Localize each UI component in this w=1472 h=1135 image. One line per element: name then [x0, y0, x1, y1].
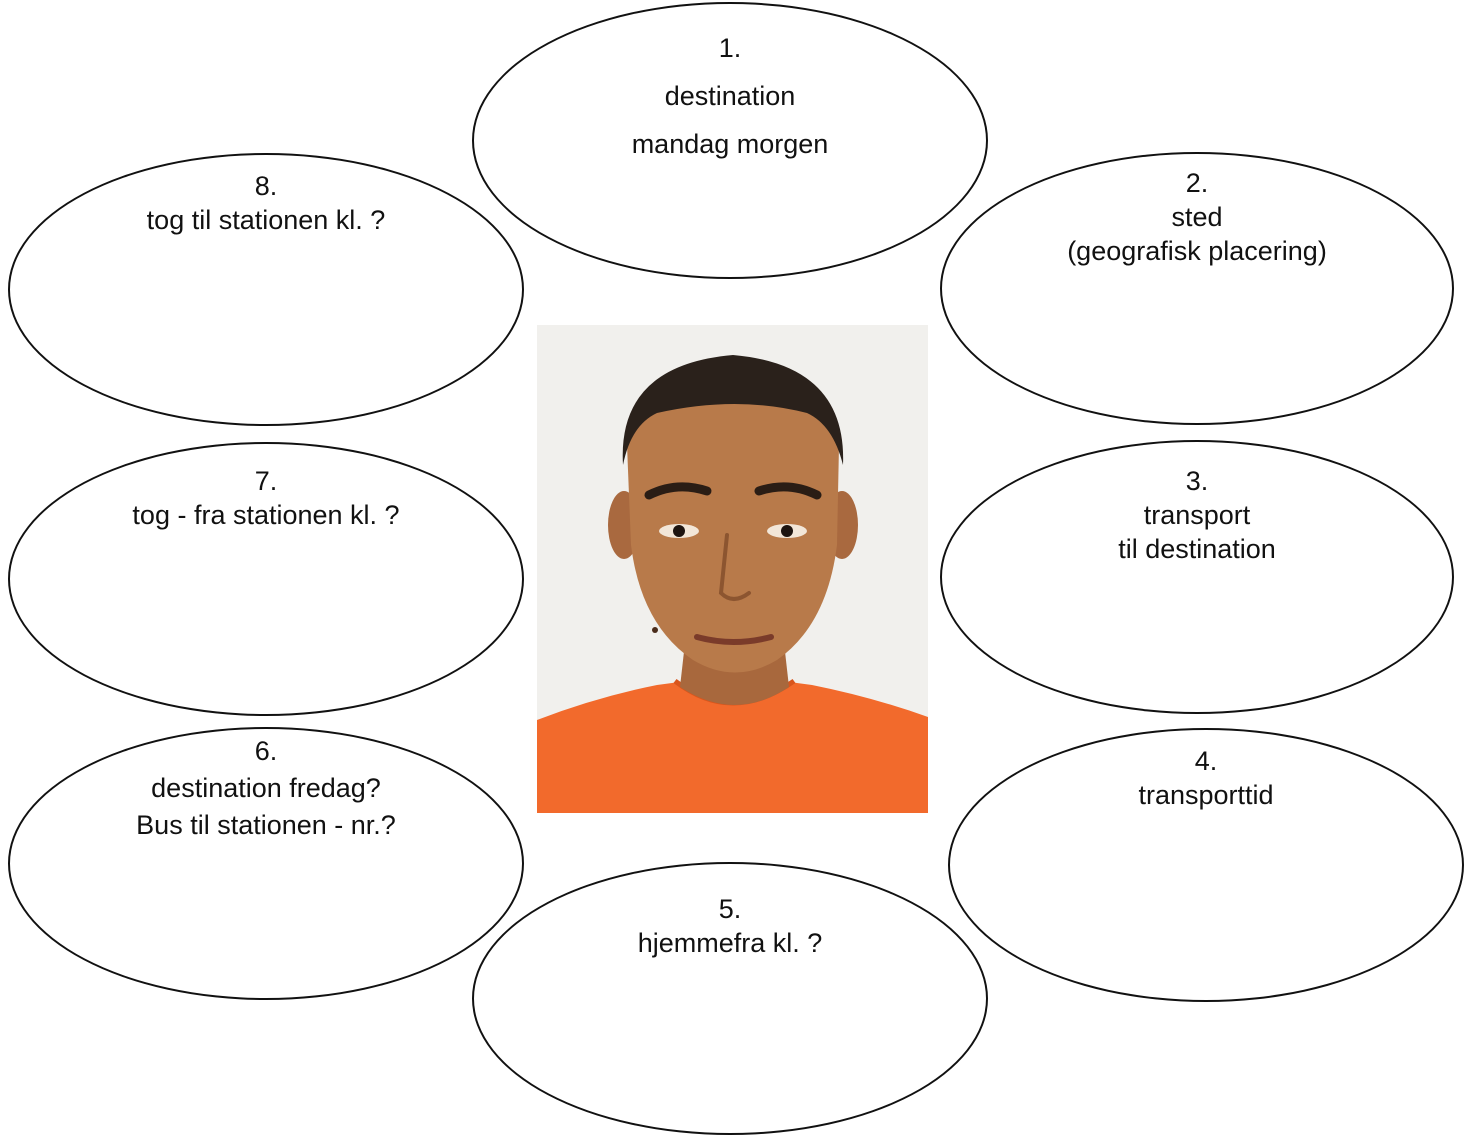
right-pupil: [781, 525, 793, 537]
bubble-2-line2: (geografisk placering): [1067, 236, 1327, 266]
left-eyebrow: [644, 482, 712, 500]
mole: [652, 627, 658, 633]
short-hair: [622, 355, 844, 465]
orange-shirt: [537, 681, 928, 813]
bubble-8-line1: tog til stationen kl. ?: [146, 205, 386, 235]
bubble-6-friday: 6. destination fredag? Bus til stationen…: [8, 727, 524, 1000]
bubble-3-text: 3. transport til destination: [942, 464, 1452, 566]
bubble-4-text: 4. transporttid: [950, 744, 1462, 812]
bubble-3-line1: transport: [1143, 500, 1251, 530]
bubble-6-line2: Bus til stationen - nr.?: [136, 810, 396, 840]
right-eyebrow: [754, 482, 822, 500]
mouth: [694, 634, 774, 645]
bubble-4-line1: transporttid: [1138, 780, 1274, 810]
bubble-7-train-from-station: 7. tog - fra stationen kl. ?: [8, 442, 524, 716]
bubble-1-line2: mandag morgen: [631, 129, 829, 159]
bubble-7-number: 7.: [254, 466, 278, 496]
bubble-5-number: 5.: [718, 894, 742, 924]
bubble-4-transport-time: 4. transporttid: [948, 728, 1464, 1002]
bubble-2-number: 2.: [1185, 168, 1209, 198]
bubble-1-destination-monday: 1. destination mandag morgen: [472, 2, 988, 279]
bubble-1-number: 1.: [718, 33, 742, 63]
bubble-5-line1: hjemmefra kl. ?: [637, 928, 823, 958]
nose: [718, 533, 751, 601]
bubble-5-departure-time: 5. hjemmefra kl. ?: [472, 862, 988, 1135]
bubble-8-text: 8. tog til stationen kl. ?: [10, 169, 522, 237]
bubble-2-place: 2. sted (geografisk placering): [940, 152, 1454, 425]
bubble-5-text: 5. hjemmefra kl. ?: [474, 892, 986, 960]
bubble-3-line2: til destination: [1118, 534, 1276, 564]
face: [627, 365, 839, 673]
portrait-photo: [537, 325, 928, 813]
bubble-8-number: 8.: [254, 171, 278, 201]
bubble-4-number: 4.: [1194, 746, 1218, 776]
bubble-8-train-to-station: 8. tog til stationen kl. ?: [8, 153, 524, 426]
bubble-6-text: 6. destination fredag? Bus til stationen…: [10, 733, 522, 844]
bubble-2-text: 2. sted (geografisk placering): [942, 166, 1452, 268]
bubble-3-transport: 3. transport til destination: [940, 440, 1454, 714]
bubble-6-number: 6.: [254, 736, 278, 766]
bubble-3-number: 3.: [1185, 466, 1209, 496]
left-pupil: [673, 525, 685, 537]
bubble-7-line1: tog - fra stationen kl. ?: [132, 500, 400, 530]
bubble-1-text: 1. destination mandag morgen: [474, 24, 986, 168]
bubble-1-line1: destination: [664, 81, 796, 111]
bubble-2-line1: sted: [1171, 202, 1223, 232]
bubble-7-text: 7. tog - fra stationen kl. ?: [10, 464, 522, 532]
bubble-6-line1: destination fredag?: [151, 773, 381, 803]
